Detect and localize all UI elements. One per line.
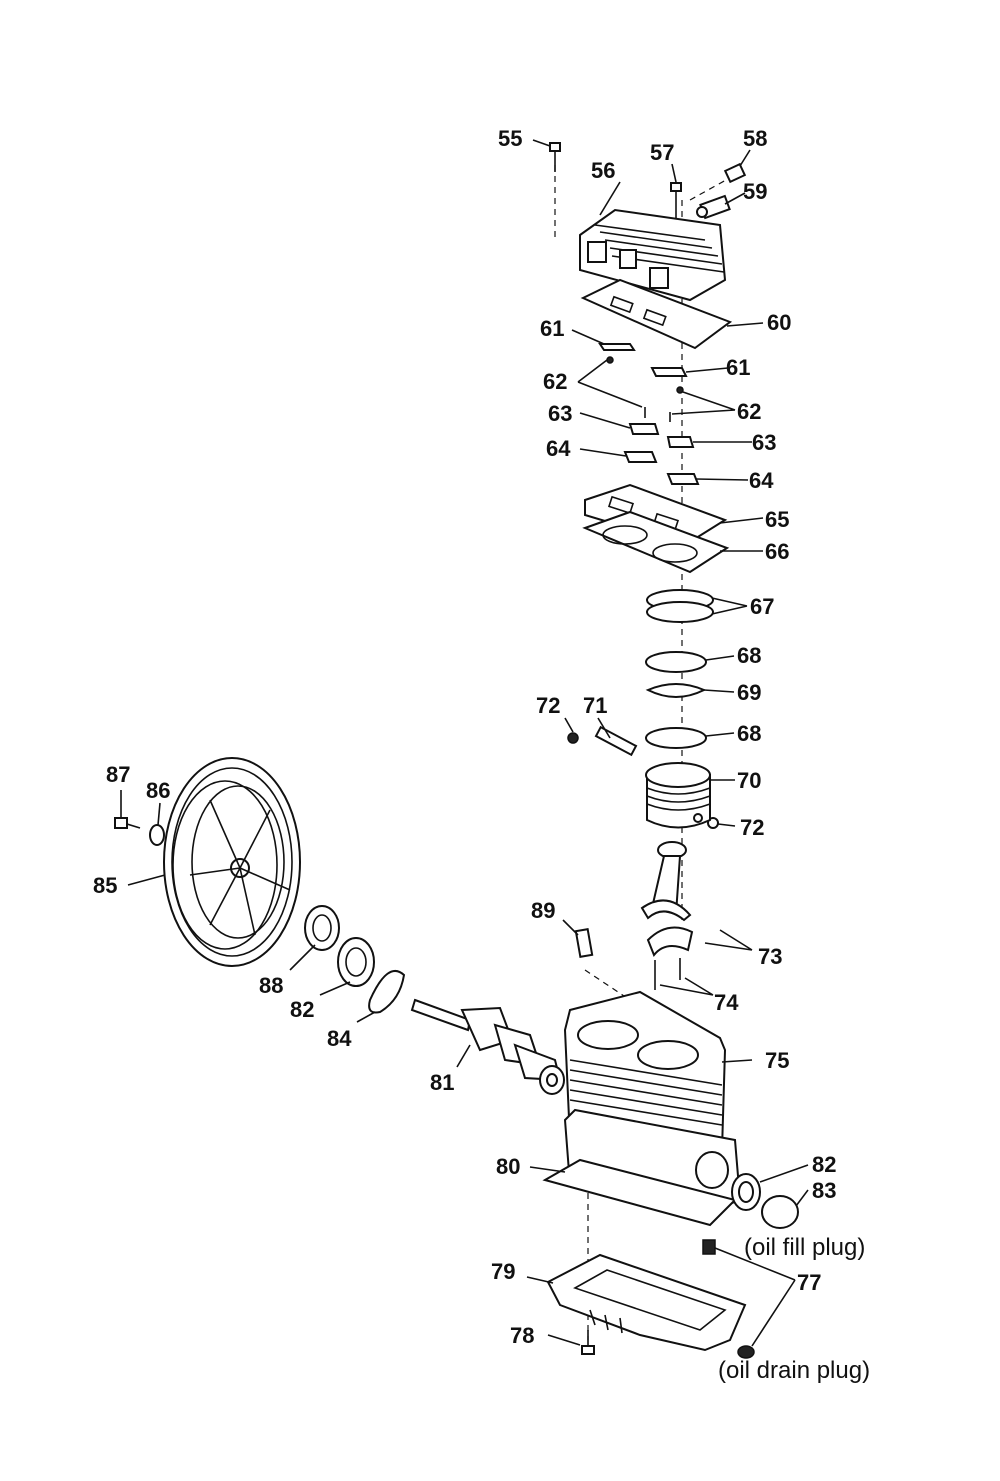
valve-retainer-63b: [666, 436, 695, 448]
base-plate-79: [546, 1253, 747, 1352]
label-63a: 63: [548, 401, 572, 426]
label-60: 60: [767, 310, 791, 335]
label-66: 66: [765, 539, 789, 564]
reed-64b: [666, 473, 700, 485]
label-82b: 82: [812, 1152, 836, 1177]
oil-drain-plug-77: [737, 1345, 755, 1359]
label-77: 77: [797, 1270, 821, 1295]
seal-ring-84: [368, 969, 406, 1014]
washer-86: [149, 824, 165, 846]
valve-59: [696, 194, 731, 220]
piston-ring-68a: [645, 651, 707, 673]
cylinder-gasket-66: [582, 510, 730, 574]
label-58: 58: [743, 126, 767, 151]
label-88: 88: [259, 973, 283, 998]
bolt-78: [581, 1330, 595, 1355]
oil-fill-plug-77: [702, 1239, 716, 1255]
note-oil-drain-plug: (oil drain plug): [718, 1357, 870, 1384]
label-82a: 82: [290, 997, 314, 1022]
screw-62b: [676, 386, 684, 394]
label-78: 78: [510, 1323, 534, 1348]
label-80: 80: [496, 1154, 520, 1179]
label-74: 74: [714, 990, 739, 1015]
reed-valve-61a: [598, 343, 636, 351]
label-71: 71: [583, 693, 607, 718]
expander-69: [645, 683, 707, 698]
label-79: 79: [491, 1259, 515, 1284]
label-63b: 63: [752, 430, 776, 455]
cylinder-block-75: [542, 990, 742, 1227]
head-gasket-60: [580, 278, 733, 350]
label-62b: 62: [737, 399, 761, 424]
label-72a: 72: [536, 693, 560, 718]
screw-62a: [606, 356, 614, 364]
label-61b: 61: [726, 355, 750, 380]
label-73: 73: [758, 944, 782, 969]
fitting-58: [723, 162, 747, 184]
label-72b: 72: [740, 815, 764, 840]
label-67: 67: [750, 594, 774, 619]
cylinder-head-56: [579, 208, 727, 302]
piston-70: [645, 762, 711, 829]
dowel-pin-89: [574, 927, 594, 959]
label-68b: 68: [737, 721, 761, 746]
label-81: 81: [430, 1070, 454, 1095]
label-75: 75: [765, 1048, 789, 1073]
oil-seal-88: [304, 905, 340, 951]
note-oil-fill-plug: (oil fill plug): [744, 1234, 865, 1261]
label-85: 85: [93, 873, 117, 898]
wrist-pin-71: [594, 725, 638, 757]
label-87: 87: [106, 762, 130, 787]
label-64a: 64: [546, 436, 571, 461]
bearing-82a: [337, 937, 375, 987]
label-86: 86: [146, 778, 170, 803]
flywheel-85: [163, 757, 301, 967]
label-89: 89: [531, 898, 555, 923]
bolt-87: [114, 817, 141, 829]
label-57: 57: [650, 140, 674, 165]
label-59: 59: [743, 179, 767, 204]
crankshaft-81: [410, 998, 565, 1095]
label-84: 84: [327, 1026, 352, 1051]
leader-lines: [120, 139, 809, 1347]
clip-72a: [567, 732, 579, 744]
axis-fitting-58: [689, 174, 736, 201]
connecting-rod-73: [640, 841, 694, 957]
reed-valve-61b: [650, 367, 688, 377]
label-56: 56: [591, 158, 615, 183]
label-62a: 62: [543, 369, 567, 394]
label-55: 55: [498, 126, 522, 151]
bolt-57: [670, 182, 682, 218]
label-70: 70: [737, 768, 761, 793]
bolt-55: [549, 142, 561, 172]
label-65: 65: [765, 507, 789, 532]
piston-rings-67: [646, 589, 714, 623]
bearing-82b: [731, 1173, 761, 1211]
label-83: 83: [812, 1178, 836, 1203]
piston-ring-68b: [645, 727, 707, 749]
valve-retainer-63a: [628, 423, 660, 435]
label-61a: 61: [540, 316, 564, 341]
cap-83: [761, 1195, 799, 1229]
label-68a: 68: [737, 643, 761, 668]
label-69: 69: [737, 680, 761, 705]
reed-64a: [623, 451, 658, 463]
label-64b: 64: [749, 468, 774, 493]
